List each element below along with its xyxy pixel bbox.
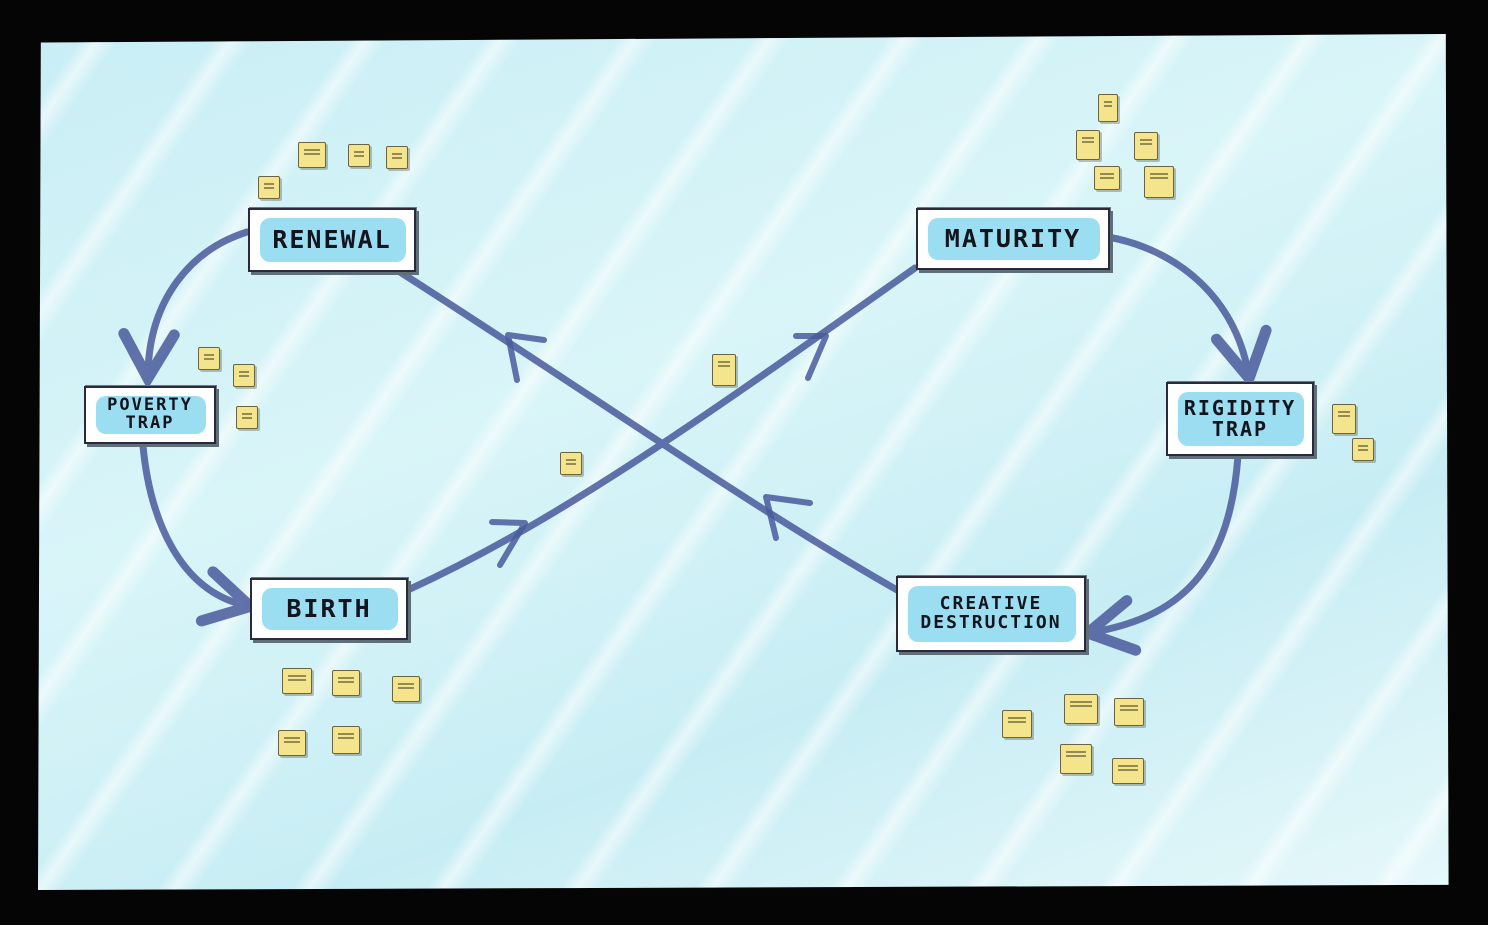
sticky-note-icon	[1144, 166, 1174, 198]
node-poverty-trap-label: POVERTY TRAP	[107, 395, 193, 433]
sticky-note-icon	[560, 452, 582, 475]
sticky-note-icon	[712, 354, 736, 386]
arrow-rigidity-to-creative	[1076, 452, 1242, 656]
sticky-note-icon	[392, 676, 420, 702]
arrow-renewal-to-poverty	[118, 228, 251, 390]
arrow-poverty-to-birth	[139, 442, 261, 627]
node-poverty-trap: POVERTY TRAP	[84, 386, 216, 444]
node-rigidity-trap-label: RIGIDITY TRAP	[1183, 396, 1297, 441]
sticky-note-icon	[278, 730, 306, 756]
sticky-note-icon	[1332, 404, 1356, 434]
chevron-creative-to-renewal-1	[505, 332, 547, 383]
node-maturity: MATURITY	[916, 208, 1110, 270]
node-renewal-label: RENEWAL	[272, 224, 392, 254]
sticky-note-icon	[348, 144, 370, 167]
sticky-note-icon	[1076, 130, 1100, 160]
sticky-note-icon	[332, 670, 360, 696]
sticky-note-icon	[236, 406, 258, 429]
sticky-note-icon	[198, 347, 220, 370]
sticky-note-icon	[258, 176, 280, 199]
sticky-note-icon	[1094, 166, 1120, 190]
node-rigidity-trap: RIGIDITY TRAP	[1166, 382, 1314, 456]
sticky-note-icon	[1134, 132, 1158, 160]
sticky-note-icon	[1352, 438, 1374, 461]
node-birth: BIRTH	[250, 578, 408, 640]
sticky-note-icon	[282, 668, 312, 694]
arrow-birth-to-maturity	[404, 264, 919, 594]
node-birth-label: BIRTH	[286, 593, 372, 623]
sticky-note-icon	[1002, 710, 1032, 738]
sticky-note-icon	[1060, 744, 1092, 774]
sticky-note-icon	[1098, 94, 1118, 122]
node-renewal: RENEWAL	[248, 208, 416, 272]
sticky-note-icon	[1064, 694, 1098, 724]
sticky-note-icon	[1112, 758, 1144, 784]
diagram-stage: RENEWAL POVERTY TRAP BIRTH MATURITY RIGI…	[38, 34, 1450, 890]
arrow-creative-to-renewal	[396, 268, 901, 594]
sticky-note-icon	[386, 146, 408, 169]
node-creative-destruction-label: CREATIVE DESTRUCTION	[920, 593, 1062, 633]
chevron-birth-to-maturity-1	[489, 519, 528, 568]
chevron-birth-to-maturity-2	[793, 333, 829, 381]
sticky-note-icon	[1114, 698, 1144, 726]
sticky-note-icon	[332, 726, 360, 754]
arrow-maturity-to-rigidity	[1104, 233, 1272, 390]
sticky-note-icon	[298, 142, 326, 168]
chevron-creative-to-renewal-2	[763, 494, 813, 541]
sticky-note-icon	[233, 364, 255, 387]
node-creative-destruction: CREATIVE DESTRUCTION	[896, 576, 1086, 652]
node-maturity-label: MATURITY	[944, 223, 1082, 253]
